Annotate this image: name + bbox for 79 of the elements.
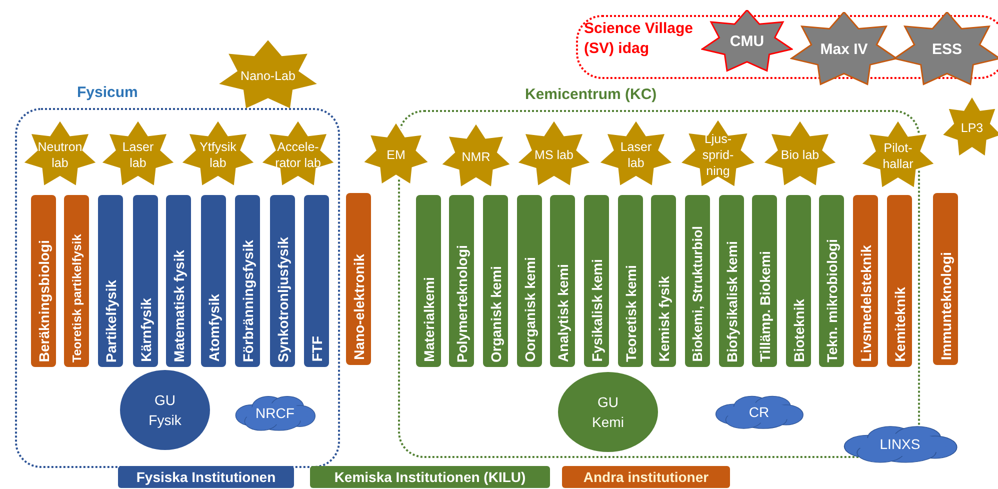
department-bar	[201, 195, 226, 367]
bar-label: Teoretisk partikelfysik	[68, 234, 84, 362]
star-label: Nano-Lab	[240, 68, 296, 84]
ellipse-label: GU Fysik	[148, 391, 182, 430]
legend-item: Andra institutioner	[562, 466, 730, 488]
bar-label: Synkotronljusfysik	[274, 236, 292, 362]
department-bar	[483, 195, 508, 367]
bar-label: Atomfysik	[204, 294, 223, 362]
legend-item: Fysiska Institutionen	[118, 466, 294, 488]
star-label: CMU	[730, 34, 764, 50]
department-bar	[550, 195, 575, 367]
bar-label: FTF	[308, 336, 326, 362]
bar-label: Bioteknik	[790, 298, 808, 362]
department-bar	[685, 195, 710, 367]
star-label: Laser lab	[121, 139, 155, 171]
bar-label: Tillämp. Biokemi	[756, 251, 774, 362]
cloud-label: NRCF	[256, 404, 294, 422]
department-bar	[651, 195, 676, 367]
group-heading: Kemicentrum (KC)	[525, 85, 657, 105]
department-bar	[786, 195, 811, 367]
bar-label: Tekn. mikrobiologi	[822, 238, 841, 362]
bar-label: Livsmedelsteknik	[856, 245, 874, 362]
department-bar	[449, 195, 474, 367]
star-label: NMR	[462, 149, 490, 165]
bar-label: Nano-elektronik	[350, 254, 368, 360]
department-bar	[235, 195, 260, 367]
bar-label: Fysikalisk kemi	[588, 259, 606, 362]
department-bar	[853, 195, 878, 367]
bar-label: Matematisk fysik	[170, 250, 188, 362]
star-label: Bio lab	[780, 147, 820, 163]
bar-label: Teoretisk kemi	[622, 264, 640, 362]
department-bar	[584, 195, 609, 367]
star-label: LP3	[960, 120, 984, 136]
star-label: MS lab	[534, 147, 574, 163]
cloud-label: CR	[748, 402, 770, 422]
bar-label: Oorganisk kemi	[520, 256, 539, 362]
star-label: Ljus-sprid-ning	[701, 131, 735, 179]
star-label: ESS	[932, 42, 962, 58]
department-bar	[719, 195, 744, 367]
department-bar	[752, 195, 777, 367]
bar-label: Kemisk fysik	[654, 276, 673, 362]
star-label: Neutron lab	[36, 139, 84, 171]
legend-item: Kemiska Institutionen (KILU)	[310, 466, 550, 488]
bar-label: Analytisk kemi	[554, 264, 572, 362]
bar-label: Biokemi, Strukturbiol	[688, 226, 706, 362]
group-heading: Fysicum	[77, 83, 138, 103]
ellipse-label: GU Kemi	[591, 393, 625, 432]
group-heading: Science Village (SV) idag	[584, 19, 694, 59]
star-label: Ytfysik lab	[198, 139, 238, 171]
bar-label: Kärnfysik	[136, 298, 155, 362]
department-bar	[98, 195, 123, 367]
star-label: Accele-rator lab	[274, 139, 322, 171]
department-bar	[346, 193, 371, 365]
bar-label: Polymerteknologi	[452, 244, 471, 362]
department-bar	[166, 195, 191, 367]
department-bar	[819, 195, 844, 367]
bar-label: Partikelfysik	[102, 280, 120, 362]
department-bar	[887, 195, 912, 367]
star-label: Laser lab	[619, 139, 653, 171]
bar-label: Biofysikalisk kemi	[722, 240, 741, 362]
department-bar	[933, 193, 958, 365]
department-bar	[133, 195, 158, 367]
bar-label: Beräkningsbiologi	[34, 240, 53, 362]
bar-label: Kemiteknik	[890, 287, 908, 362]
bar-label: Immunteknologi	[936, 252, 955, 360]
department-bar	[416, 195, 441, 367]
department-bar	[304, 195, 329, 367]
cloud-label: LINXS	[880, 434, 920, 454]
department-bar	[270, 195, 295, 367]
star-label: Max IV	[820, 42, 868, 58]
star-label: Pilot-hallar	[882, 140, 914, 172]
star-label: EM	[386, 147, 406, 163]
department-bar	[618, 195, 643, 367]
department-bar	[64, 195, 89, 367]
bar-label: Materialkemi	[420, 277, 438, 362]
department-bar	[31, 195, 56, 367]
department-bar	[517, 195, 542, 367]
bar-label: Organisk kemi	[486, 266, 505, 362]
bar-label: Förbränningsfysik	[238, 240, 257, 362]
